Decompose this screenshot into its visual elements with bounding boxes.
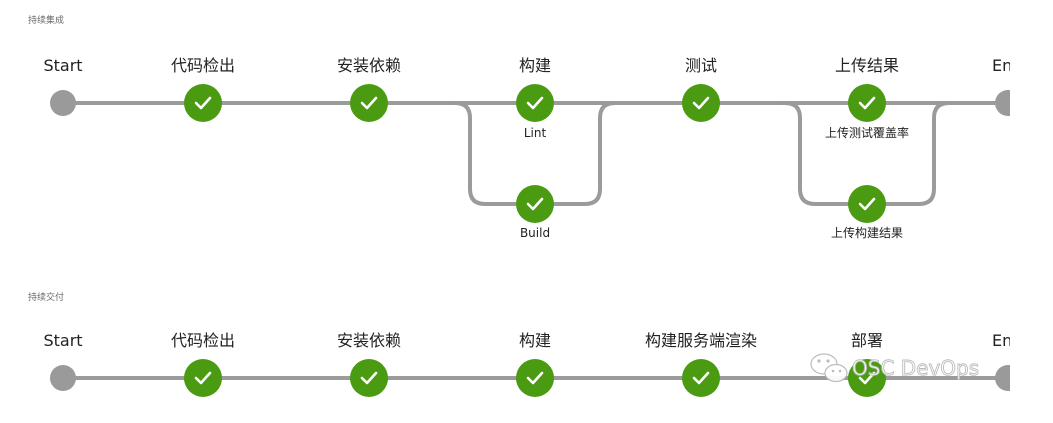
checkmark-icon xyxy=(858,197,876,211)
checkmark-icon xyxy=(858,371,876,385)
ci-step-label-upload-build: 上传构建结果 xyxy=(831,225,903,240)
ci-start-node[interactable] xyxy=(50,90,76,116)
checkmark-icon xyxy=(526,371,544,385)
success-status-circle xyxy=(682,359,720,397)
cd-stage-label-deploy: 部署 xyxy=(851,331,883,350)
checkmark-icon xyxy=(360,96,378,110)
ci-stage-label-test: 测试 xyxy=(685,56,717,75)
ci-step-label-build: Build xyxy=(520,226,550,240)
pipeline-ci: 持续集成 Start En 代码检出 安装依赖 构建 测试 上传结果 xyxy=(28,14,1021,240)
cd-node-build[interactable] xyxy=(516,359,554,397)
cd-node-ssr[interactable] xyxy=(682,359,720,397)
checkmark-icon xyxy=(360,371,378,385)
ci-step-label-lint: Lint xyxy=(524,126,547,140)
success-status-circle xyxy=(848,359,886,397)
checkmark-icon xyxy=(692,96,710,110)
section-title-ci: 持续集成 xyxy=(28,14,64,26)
cd-stage-label-build: 构建 xyxy=(519,331,551,350)
success-status-circle xyxy=(350,359,388,397)
cd-end-node[interactable] xyxy=(995,365,1021,391)
checkmark-icon xyxy=(692,371,710,385)
success-status-circle xyxy=(516,185,554,223)
success-status-circle xyxy=(682,84,720,122)
checkmark-icon xyxy=(526,96,544,110)
cd-node-checkout[interactable] xyxy=(184,359,222,397)
success-status-circle xyxy=(848,84,886,122)
ci-node-install[interactable] xyxy=(350,84,388,122)
ci-step-label-upload-coverage: 上传测试覆盖率 xyxy=(825,125,909,140)
cd-stage-label-install: 安装依赖 xyxy=(337,331,401,350)
checkmark-icon xyxy=(858,96,876,110)
checkmark-icon xyxy=(194,96,212,110)
ci-stage-label-install: 安装依赖 xyxy=(337,56,401,75)
cd-end-label: En xyxy=(992,331,1012,350)
checkmark-icon xyxy=(526,197,544,211)
cd-start-node[interactable] xyxy=(50,365,76,391)
ci-node-lint[interactable] xyxy=(516,84,554,122)
ci-end-label: En xyxy=(992,56,1012,75)
success-status-circle xyxy=(350,84,388,122)
section-title-cd: 持续交付 xyxy=(28,291,64,303)
wechat-icon xyxy=(810,353,848,383)
ci-end-node[interactable] xyxy=(995,90,1021,116)
ci-stage-label-upload: 上传结果 xyxy=(835,56,899,75)
checkmark-icon xyxy=(194,371,212,385)
cd-stage-label-checkout: 代码检出 xyxy=(171,331,235,350)
cd-node-install[interactable] xyxy=(350,359,388,397)
success-status-circle xyxy=(516,84,554,122)
ci-node-upload-build[interactable] xyxy=(848,185,886,223)
success-status-circle xyxy=(184,84,222,122)
success-status-circle xyxy=(516,359,554,397)
ci-node-checkout[interactable] xyxy=(184,84,222,122)
cd-start-label: Start xyxy=(43,331,82,350)
cd-node-deploy[interactable] xyxy=(848,359,886,397)
watermark: OSC DevOps xyxy=(810,353,980,383)
pipeline-cd: 持续交付 Start En 代码检出 安装依赖 构建 构建服务端渲染 部署 xyxy=(28,291,1021,397)
success-status-circle xyxy=(848,185,886,223)
success-status-circle xyxy=(184,359,222,397)
ci-node-upload-coverage[interactable] xyxy=(848,84,886,122)
cd-stage-label-ssr: 构建服务端渲染 xyxy=(645,331,757,350)
ci-stage-label-build: 构建 xyxy=(519,56,551,75)
ci-node-build[interactable] xyxy=(516,185,554,223)
ci-start-label: Start xyxy=(43,56,82,75)
ci-node-test[interactable] xyxy=(682,84,720,122)
watermark-text: OSC DevOps xyxy=(852,356,979,380)
ci-stage-label-checkout: 代码检出 xyxy=(171,56,235,75)
